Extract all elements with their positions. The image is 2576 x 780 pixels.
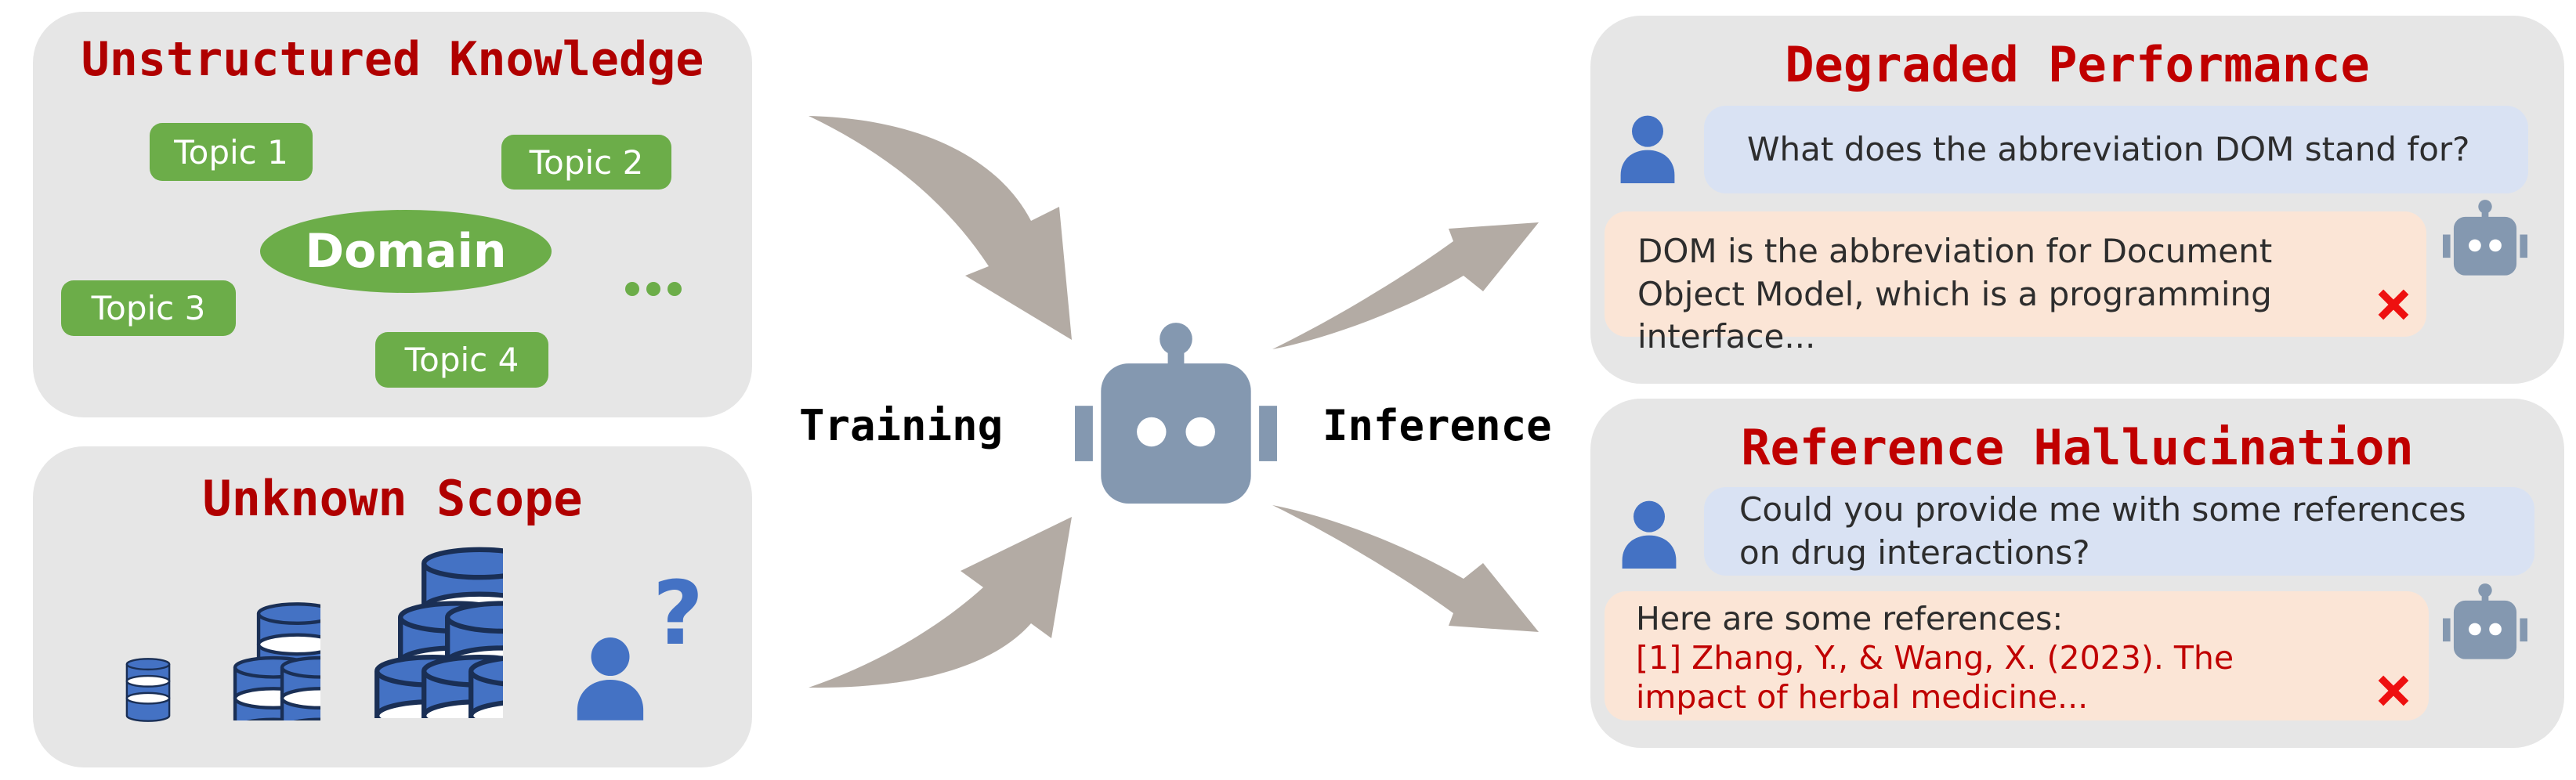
person-icon [1618, 500, 1681, 569]
person-icon [572, 636, 649, 720]
panel-title: Unstructured Knowledge [81, 32, 704, 87]
bot-intro-text: Here are some references: [1636, 600, 2064, 637]
robot-icon [2443, 199, 2527, 276]
topic-chip-label: Topic 3 [91, 289, 206, 327]
arrow-inference-bottom [1272, 505, 1539, 632]
bot-reference-text: [1] Zhang, Y., & Wang, X. (2023). The im… [1636, 639, 2234, 717]
robot-icon [2443, 583, 2527, 659]
domain-ellipse: Domain [260, 210, 552, 293]
database-stack-medium-icon [226, 600, 320, 720]
user-message-bubble: Could you provide me with some reference… [1704, 487, 2534, 576]
robot-icon [1075, 321, 1277, 504]
person-icon [1616, 114, 1679, 183]
topic-chip-label: Topic 4 [404, 341, 519, 379]
inference-label: Inference [1322, 401, 1552, 450]
topic-chip-label: Topic 2 [529, 143, 644, 182]
reference-hallucination-panel: Reference Hallucination Could you provid… [1590, 399, 2564, 748]
panel-title: Unknown Scope [202, 470, 583, 527]
panel-title: Degraded Performance [1785, 36, 2370, 93]
domain-label: Domain [305, 224, 507, 279]
database-stack-small-icon [125, 656, 172, 724]
topic-chip-2: Topic 2 [501, 135, 671, 190]
user-question-text: Could you provide me with some reference… [1739, 489, 2466, 572]
ellipsis-dots-icon [625, 282, 682, 296]
red-cross-icon [2375, 287, 2411, 323]
panel-title: Reference Hallucination [1741, 419, 2414, 476]
arrow-training-top [809, 116, 1072, 340]
user-message-bubble: What does the abbreviation DOM stand for… [1704, 106, 2528, 193]
arrow-inference-top [1272, 222, 1539, 349]
topic-chip-3: Topic 3 [61, 280, 236, 336]
user-question-text: What does the abbreviation DOM stand for… [1747, 129, 2470, 168]
red-cross-icon [2375, 673, 2411, 709]
degraded-performance-panel: Degraded Performance What does the abbre… [1590, 16, 2564, 384]
question-mark: ? [653, 563, 704, 665]
unstructured-knowledge-panel: Unstructured Knowledge Topic 1 Topic 2 T… [33, 12, 752, 417]
bot-answer-text: DOM is the abbreviation for Document Obj… [1637, 232, 2273, 356]
database-stack-large-icon [362, 543, 503, 718]
topic-chip-4: Topic 4 [375, 332, 548, 388]
unknown-scope-panel: Unknown Scope ? [33, 446, 752, 767]
training-label: Training [799, 401, 1004, 450]
topic-chip-label: Topic 1 [174, 132, 288, 172]
topic-chip-1: Topic 1 [150, 123, 313, 181]
arrow-training-bottom [809, 517, 1072, 688]
bot-message-bubble: Here are some references: [1] Zhang, Y.,… [1605, 591, 2429, 720]
bot-message-bubble: DOM is the abbreviation for Document Obj… [1605, 211, 2426, 356]
